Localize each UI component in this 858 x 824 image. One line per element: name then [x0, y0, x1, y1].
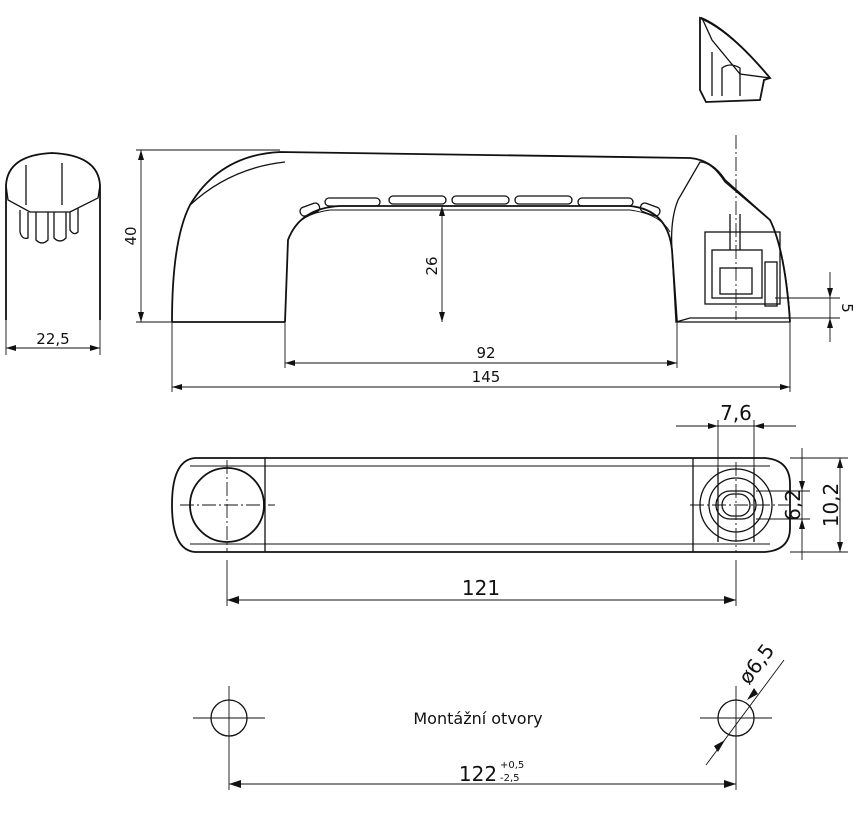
- top-view-dimensions: 7,6 6,2 10,2 121: [226, 401, 848, 606]
- dim-hole-diameter: ø6,5: [734, 639, 780, 689]
- tolerance-upper: +0,5: [500, 760, 524, 771]
- handle-front-view: [171, 135, 791, 323]
- handle-top-view: [171, 457, 791, 553]
- dim-insert-depth: 5: [838, 303, 856, 313]
- dim-slot-width: 7,6: [720, 401, 752, 425]
- tolerance-lower: -2,5: [500, 773, 520, 784]
- dim-overall-length: 145: [472, 368, 501, 386]
- grip-ribs: [291, 195, 671, 233]
- end-view: 22,5: [5, 152, 101, 355]
- dim-end-width: 10,2: [819, 483, 843, 528]
- dim-height-total: 40: [122, 226, 140, 245]
- dim-hole-spacing: 121: [462, 576, 500, 600]
- dim-width-side: 22,5: [36, 330, 69, 348]
- dim-mounting-distance: 122: [459, 762, 497, 786]
- dim-inner-width: 92: [476, 344, 495, 362]
- dim-inner-height: 26: [423, 256, 441, 275]
- clip-detail: [699, 16, 772, 103]
- mounting-holes-label: Montážní otvory: [413, 709, 542, 728]
- mounting-holes: Montážní otvory ø6,5 122 +0,5 -2,5: [193, 639, 785, 790]
- front-view-dimensions: 40 26 92 145 5: [122, 149, 856, 392]
- dim-slot-length: 6,2: [781, 489, 805, 521]
